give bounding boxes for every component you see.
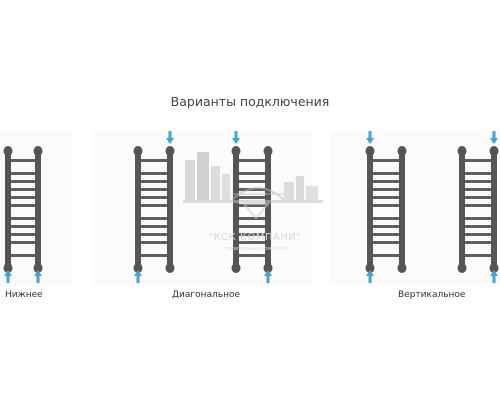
arrow-up-icon (134, 270, 142, 283)
label-vertical: Вертикальное (398, 290, 466, 300)
arrow-up-icon (264, 270, 272, 283)
watermark-name: "КСК КОМПАНИ" (208, 232, 302, 243)
label-diagonal: Диагональное (172, 290, 241, 300)
arrow-down-icon (166, 131, 174, 144)
label-bottom: Нижнее (5, 290, 43, 300)
towel-rail-icon (457, 146, 499, 273)
page-title: Варианты подключения (170, 94, 330, 109)
towel-rail-icon (3, 146, 43, 273)
arrow-down-icon (490, 131, 498, 144)
arrow-up-icon (490, 270, 498, 283)
arrow-down-icon (366, 131, 374, 144)
panel-vertical (330, 130, 500, 285)
city-logo-icon (183, 152, 323, 220)
arrow-up-icon (366, 270, 374, 283)
watermark-tagline: строительная компания (223, 246, 287, 252)
arrow-up-icon (4, 270, 12, 283)
towel-rail-icon (133, 146, 175, 273)
towel-rail-icon (231, 146, 273, 273)
arrow-down-icon (232, 131, 240, 144)
towel-rail-icon (365, 146, 407, 273)
arrow-up-icon (34, 270, 42, 283)
